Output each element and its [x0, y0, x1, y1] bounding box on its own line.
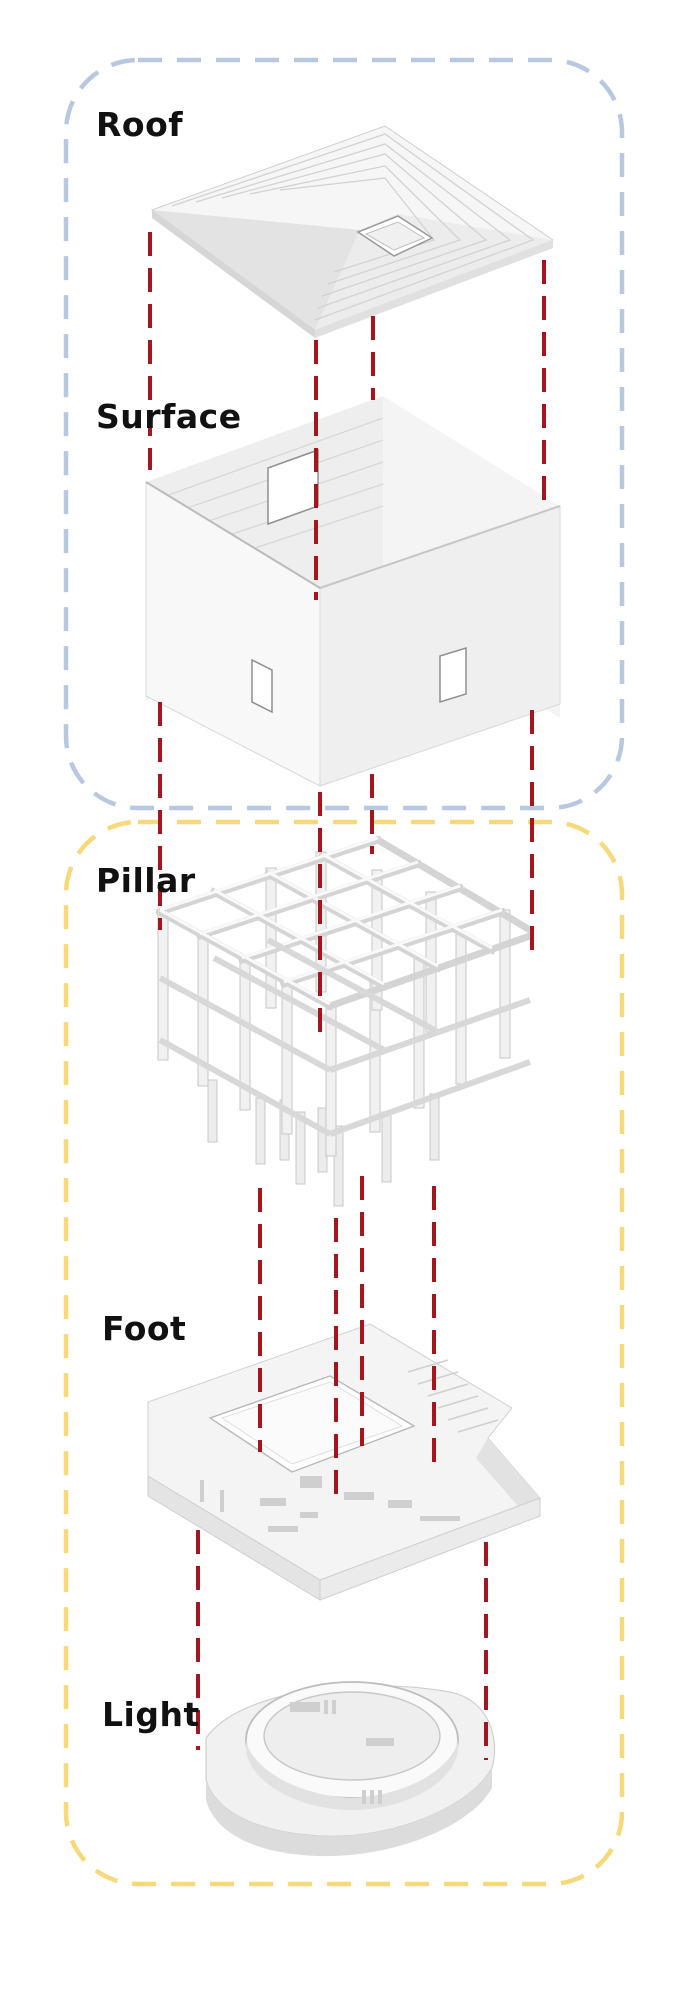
layer-label-pillar: Pillar [96, 861, 196, 900]
pillar-beams-top-highlight [159, 836, 503, 1006]
layer-label-light: Light [102, 1695, 200, 1734]
light-base-side [206, 1768, 492, 1857]
layer-label-foot: Foot [102, 1309, 187, 1348]
surface-top-rim [145, 481, 321, 589]
light-inner-details [290, 1700, 394, 1804]
surface-left-window [251, 658, 273, 714]
layer-label-surface: Surface [96, 397, 242, 436]
pillar-beams-mid [158, 937, 532, 1137]
connector-lines [148, 232, 546, 1760]
layer-label-roof: Roof [96, 105, 184, 144]
light-ring-inner [263, 1691, 441, 1781]
lower-group-frame [63, 819, 625, 1887]
surface-top-rim-right [319, 505, 561, 589]
surface-right-window [439, 646, 467, 704]
foot-ramp [476, 1438, 540, 1506]
light-ring-wall [246, 1740, 458, 1810]
pillar-model [155, 835, 535, 1207]
roof-skylight-inner [364, 221, 426, 251]
roof-front-edge [152, 210, 315, 338]
light-model [205, 1681, 496, 1857]
roof-slope-shadow [152, 210, 360, 330]
foot-details [200, 1476, 460, 1532]
foot-courtyard-inner [220, 1381, 404, 1465]
foot-right-side [319, 1497, 541, 1601]
roof-tier-lines [171, 133, 535, 321]
foot-model [147, 1323, 541, 1601]
surface-model [145, 396, 561, 787]
roof-model [150, 125, 555, 338]
foot-stair [407, 1359, 499, 1433]
upper-group-frame [63, 57, 625, 811]
roof-right-edge [315, 240, 553, 338]
